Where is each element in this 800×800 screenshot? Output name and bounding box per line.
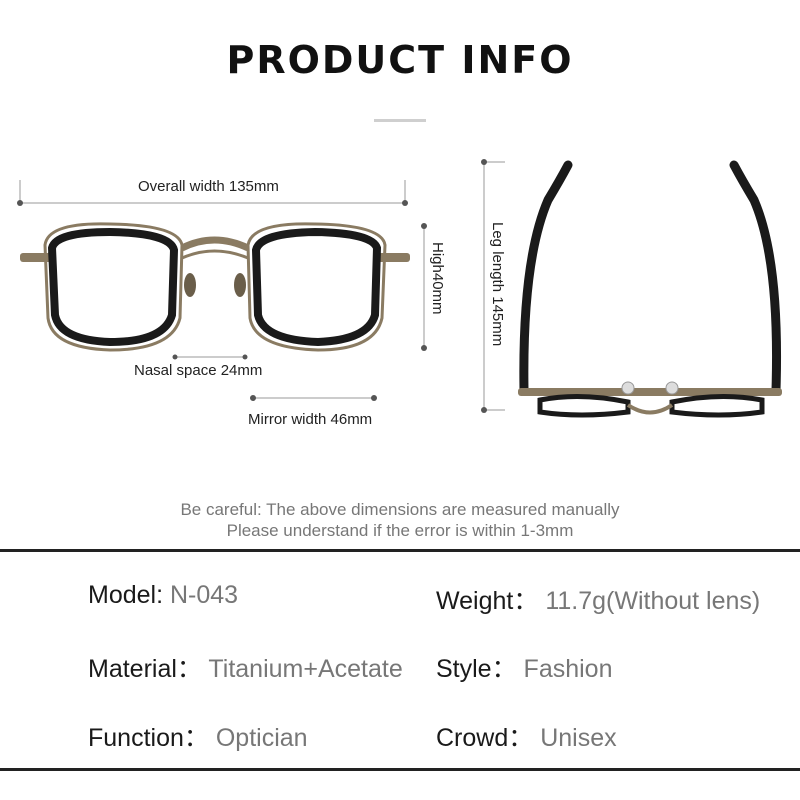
spec-material: Material： Titanium+Acetate xyxy=(88,649,403,685)
overall-width-guide xyxy=(19,180,406,204)
spec-material-value: Titanium+Acetate xyxy=(208,655,403,683)
top-divider xyxy=(0,549,800,552)
spec-crowd-label: Crowd： xyxy=(436,724,534,752)
right-lens xyxy=(251,227,382,347)
left-lens-metal-rim xyxy=(43,222,184,352)
spec-style: Style： Fashion xyxy=(436,649,613,685)
measurement-note-line2: Please understand if the error is within… xyxy=(226,521,574,540)
page-title: PRODUCT INFO xyxy=(226,38,574,82)
right-nose-pad xyxy=(234,273,246,297)
measurement-note-line1: Be careful: The above dimensions are mea… xyxy=(180,500,620,519)
spec-model-label: Model: xyxy=(88,581,164,609)
spec-crowd-value: Unisex xyxy=(540,724,617,752)
spec-weight: Weight： 11.7g(Without lens) xyxy=(436,581,760,617)
high-label: High40mm xyxy=(429,242,446,315)
left-nose-pad xyxy=(184,273,196,297)
leg-length-label: Leg length 145mm xyxy=(489,222,506,347)
spec-function-value: Optician xyxy=(215,724,308,752)
right-hinge xyxy=(378,253,410,262)
bottom-divider xyxy=(0,768,800,771)
spec-weight-value: 11.7g(Without lens) xyxy=(545,587,761,615)
right-lens-metal-rim xyxy=(246,222,387,352)
title-underline xyxy=(374,119,426,122)
spec-weight-label: Weight： xyxy=(436,587,539,615)
spec-material-label: Material： xyxy=(88,655,202,683)
spec-style-label: Style： xyxy=(436,655,517,683)
spec-model: Model: N-043 xyxy=(88,581,238,610)
spec-crowd: Crowd： Unisex xyxy=(436,718,617,754)
glasses-front-view xyxy=(17,159,782,418)
mirror-width-label: Mirror width 46mm xyxy=(248,411,373,428)
nasal-space-label: Nasal space 24mm xyxy=(134,362,263,379)
left-hinge xyxy=(20,253,52,262)
bridge xyxy=(180,236,250,252)
spec-function-label: Function： xyxy=(88,724,209,752)
overall-width-label: Overall width 135mm xyxy=(138,178,279,195)
spec-function: Function： Optician xyxy=(88,718,308,754)
spec-model-value: N-043 xyxy=(170,581,239,609)
left-lens xyxy=(47,227,179,347)
glasses-top-view xyxy=(518,160,782,418)
spec-style-value: Fashion xyxy=(523,655,613,683)
